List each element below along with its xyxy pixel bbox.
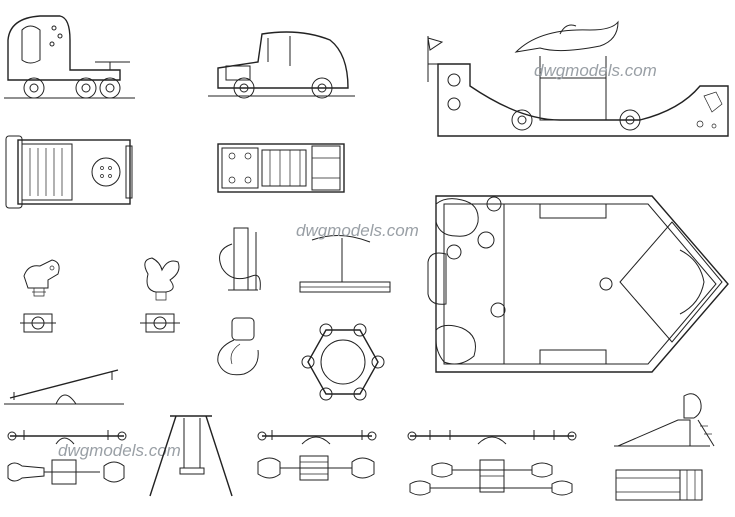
truck-side-view <box>4 15 135 99</box>
swing-frame <box>149 415 233 497</box>
watermark-top: dwgmodels.com <box>534 61 657 80</box>
straight-slide-top <box>615 469 703 501</box>
seesaw-double-side <box>257 430 377 445</box>
sandbox-canopy: dwgmodels.com <box>296 221 419 293</box>
truck-top-view <box>5 135 133 209</box>
seesaw-single-top: dwgmodels.com <box>7 441 181 485</box>
seesaw-double-top <box>257 455 375 481</box>
spiral-slide-side <box>219 227 261 291</box>
seesaw-single-side <box>7 430 127 445</box>
seesaw-four-seat-top <box>409 459 573 496</box>
ship-plan-view <box>427 195 729 373</box>
watermark-bottom: dwgmodels.com <box>58 441 181 460</box>
hexagonal-bench <box>301 323 385 401</box>
ship-elevation: dwgmodels.com <box>427 20 729 137</box>
straight-slide-side <box>614 393 715 447</box>
watermark-middle: dwgmodels.com <box>296 221 419 240</box>
seesaw-side <box>4 369 124 405</box>
spring-rider-butterfly <box>140 257 180 333</box>
seesaw-four-seat-side <box>407 430 577 445</box>
spiral-slide-top <box>217 317 259 376</box>
car-side-view <box>208 31 355 99</box>
car-top-view <box>217 143 345 193</box>
spring-rider-dog <box>20 259 60 333</box>
